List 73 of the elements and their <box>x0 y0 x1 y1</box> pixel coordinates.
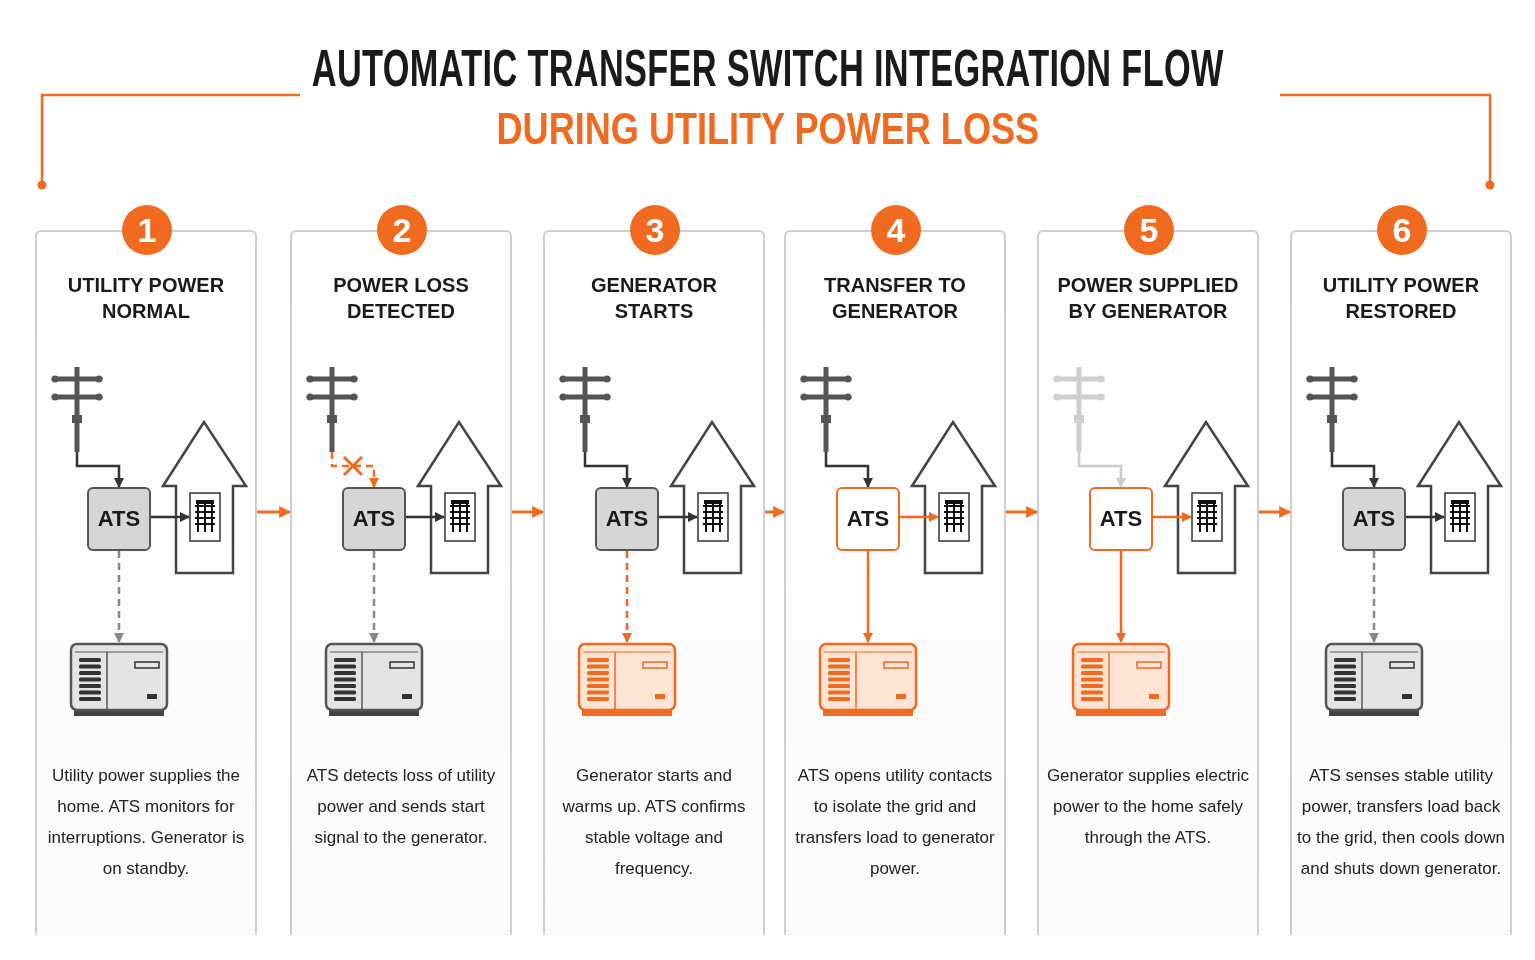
dashed-arrow <box>1369 551 1379 643</box>
arrow <box>1259 506 1292 518</box>
generator-icon <box>69 642 169 717</box>
subtitle: DURING UTILITY POWER LOSS <box>496 104 1039 154</box>
utility-pole-icon <box>1307 367 1357 452</box>
transfer-switch-box: ATS <box>836 487 900 551</box>
arrow <box>75 452 124 488</box>
generator-icon <box>818 642 918 717</box>
step-description: ATS opens utility contacts to isolate the grid and transfers load to generator power. <box>794 765 996 880</box>
utility-pole-icon <box>801 367 851 452</box>
house-outline <box>1164 420 1249 575</box>
house-outline <box>417 420 502 575</box>
step-number: 4 <box>871 205 921 255</box>
step-heading: UTILITY POWER RESTORED <box>1321 273 1481 324</box>
arrow <box>583 452 632 488</box>
breaker-panel-icon <box>938 492 970 542</box>
arrow <box>824 452 873 488</box>
step-number: 1 <box>122 205 172 255</box>
step-description: Generator starts and warms up. ATS confirms stable voltage and frequency. <box>561 765 747 880</box>
step-number: 6 <box>1377 205 1427 255</box>
dashed-arrow <box>622 551 632 643</box>
arrow <box>1153 512 1192 522</box>
generator-icon <box>1324 642 1424 717</box>
utility-pole-icon <box>560 367 610 452</box>
arrow <box>1006 506 1039 518</box>
step-number: 3 <box>630 205 680 255</box>
breaker-panel-icon <box>444 492 476 542</box>
utility-pole-icon <box>52 367 102 452</box>
arrow <box>1116 551 1126 643</box>
arrow <box>659 512 698 522</box>
step-description: Generator supplies electric power to the home safely through the ATS. <box>1045 765 1251 849</box>
arrow <box>151 512 190 522</box>
arrow <box>406 512 445 522</box>
house-outline <box>1417 420 1502 575</box>
step-heading: GENERATOR STARTS <box>590 273 718 324</box>
breaker-panel-icon <box>697 492 729 542</box>
house-outline <box>911 420 996 575</box>
house-outline <box>670 420 755 575</box>
step-heading: TRANSFER TO GENERATOR <box>823 273 967 324</box>
step-heading: POWER SUPPLIED BY GENERATOR <box>1056 273 1240 324</box>
step-number: 5 <box>1124 205 1174 255</box>
title: AUTOMATIC TRANSFER SWITCH INTEGRATION FLOW <box>311 38 1224 98</box>
arrow <box>512 506 545 518</box>
arrow <box>1077 452 1126 488</box>
generator-icon <box>1071 642 1171 717</box>
breaker-panel-icon <box>1444 492 1476 542</box>
arrow <box>1406 512 1445 522</box>
generator-icon <box>324 642 424 717</box>
transfer-switch-box: ATS <box>342 487 406 551</box>
transfer-switch-box: ATS <box>1089 487 1153 551</box>
breaker-panel-icon <box>189 492 221 542</box>
step-description: ATS senses stable utility power, transfers load back to the grid, then cools down and shuts down generator. <box>1296 765 1506 880</box>
step-description: Utility power supplies the home. ATS monitors for interruptions. Generator is on standby. <box>46 765 246 880</box>
step-heading: POWER LOSS DETECTED <box>332 273 470 324</box>
dashed-arrow <box>369 551 379 643</box>
step-description: ATS detects loss of utility power and sends start signal to the generator. <box>305 765 497 849</box>
step-number: 2 <box>377 205 427 255</box>
transfer-switch-box: ATS <box>595 487 659 551</box>
arrow <box>1330 452 1379 488</box>
arrow <box>765 506 786 518</box>
transfer-switch-box: ATS <box>87 487 151 551</box>
generator-icon <box>577 642 677 717</box>
house-outline <box>162 420 247 575</box>
transfer-switch-box: ATS <box>1342 487 1406 551</box>
dashed-arrow <box>114 551 124 643</box>
step-heading: UTILITY POWER NORMAL <box>66 273 226 324</box>
breaker-panel-icon <box>1191 492 1223 542</box>
utility-pole-icon <box>307 367 357 452</box>
utility-pole-icon <box>1054 367 1104 452</box>
arrow <box>257 506 292 518</box>
arrow <box>900 512 939 522</box>
arrow <box>863 551 873 643</box>
dashed-arrow <box>330 452 379 488</box>
